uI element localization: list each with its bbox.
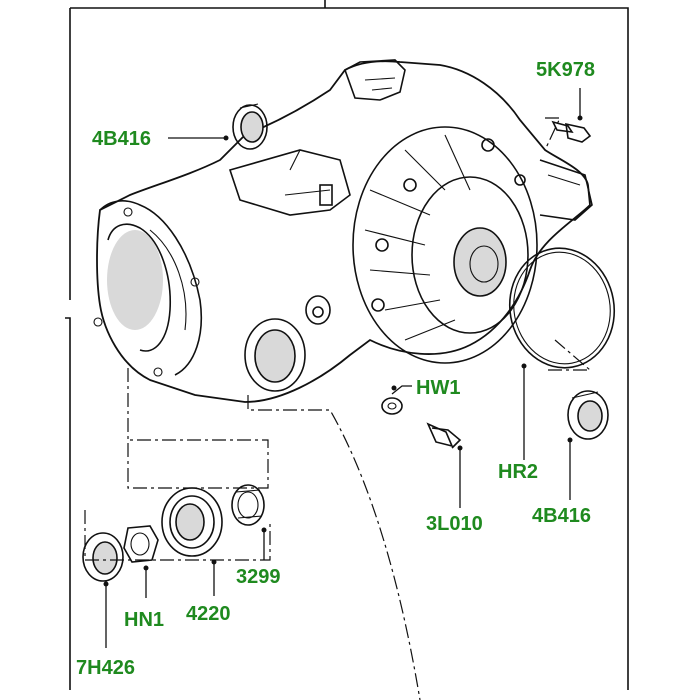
diagram-frame <box>70 7 629 690</box>
o-ring-part <box>508 247 616 369</box>
seal-top-part <box>232 103 268 150</box>
drain-plug-part <box>426 422 462 449</box>
assembly-line-right-port <box>548 339 592 371</box>
assembly-line-left <box>127 368 269 489</box>
frame-left-tick <box>65 317 71 690</box>
assembly-line-seal-top <box>544 117 561 151</box>
bearing-3299-part <box>231 484 265 526</box>
bearing-4220-part <box>161 487 223 557</box>
callout-4b416-top: 4B416 <box>92 128 151 150</box>
callout-hn1: HN1 <box>124 609 164 631</box>
callout-7h426: 7H426 <box>76 657 135 679</box>
assembly-line-center <box>247 395 421 700</box>
seal-right-part <box>567 390 609 440</box>
assembly-line-lower-left <box>84 510 271 561</box>
bolt-part <box>551 120 592 143</box>
callout-3299: 3299 <box>236 566 281 588</box>
differential-housing <box>93 59 593 403</box>
washer-part <box>381 397 403 415</box>
callout-5k978: 5K978 <box>536 59 595 81</box>
nut-hn1-part <box>123 525 159 563</box>
callout-hw1: HW1 <box>416 377 460 399</box>
callout-3l010: 3L010 <box>426 513 483 535</box>
callout-4220: 4220 <box>186 603 231 625</box>
leader-lines <box>103 88 583 648</box>
callout-4b416-right: 4B416 <box>532 505 591 527</box>
seal-7h426-part <box>82 532 124 582</box>
callout-hr2: HR2 <box>498 461 538 483</box>
